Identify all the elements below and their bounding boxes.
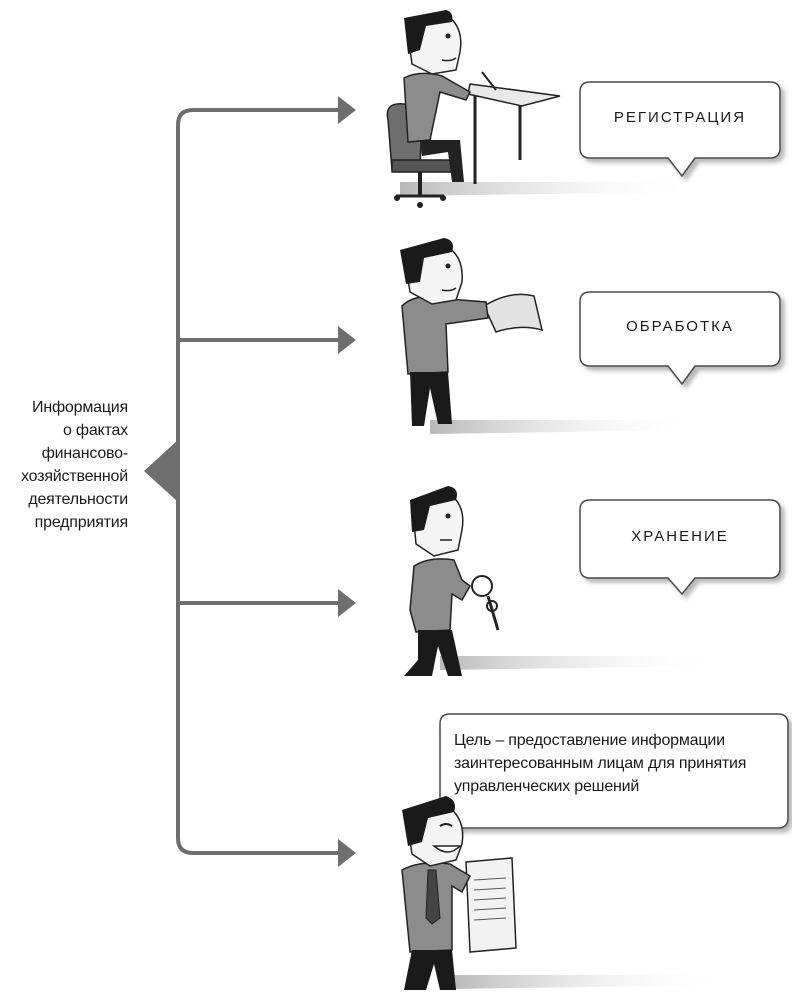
bubble-registration [579, 81, 781, 178]
person-handing-document-icon [400, 238, 544, 426]
shadow-3 [440, 656, 720, 670]
shadow-2 [430, 420, 700, 434]
arrowhead-2 [338, 326, 356, 354]
goal-statement: Цель – предоставление информации заинтер… [454, 729, 784, 798]
arrowheads [338, 96, 356, 867]
arrowhead-3 [338, 589, 356, 617]
bubble-processing [579, 291, 781, 386]
source-line: деятельности [28, 491, 128, 508]
bubble-storage [579, 499, 781, 596]
bracket-line [176, 108, 340, 855]
smiling-person-with-document-icon [401, 796, 517, 990]
goal-line: заинтересованным лицам для принятия [454, 755, 747, 772]
source-line: хозяйственной [21, 468, 128, 485]
arrowhead-1 [338, 96, 356, 124]
ground-shadows [400, 182, 730, 989]
source-line: финансово- [41, 445, 129, 462]
goal-line: Цель – предоставление информации [454, 732, 725, 749]
source-information-label: Информация о фактах финансово- хозяйстве… [0, 396, 128, 534]
arrowhead-4 [338, 839, 356, 867]
person-holding-keys-icon [404, 486, 500, 676]
shadow-4 [450, 975, 730, 989]
stage-label-registration: РЕГИСТРАЦИЯ [613, 109, 747, 126]
source-pointer [144, 440, 178, 502]
connector-tree [176, 108, 340, 855]
shadow-1 [400, 182, 700, 196]
person-writing-at-desk-icon [386, 10, 561, 208]
stage-label-processing: ОБРАБОТКА [626, 318, 734, 335]
bubble-goal [439, 713, 789, 838]
source-line: предприятия [34, 514, 129, 531]
source-line: о фактах [62, 422, 128, 439]
goal-line: управленческих решений [454, 778, 640, 795]
stage-label-storage: ХРАНЕНИЕ [631, 528, 729, 545]
source-line: Информация [32, 399, 128, 416]
